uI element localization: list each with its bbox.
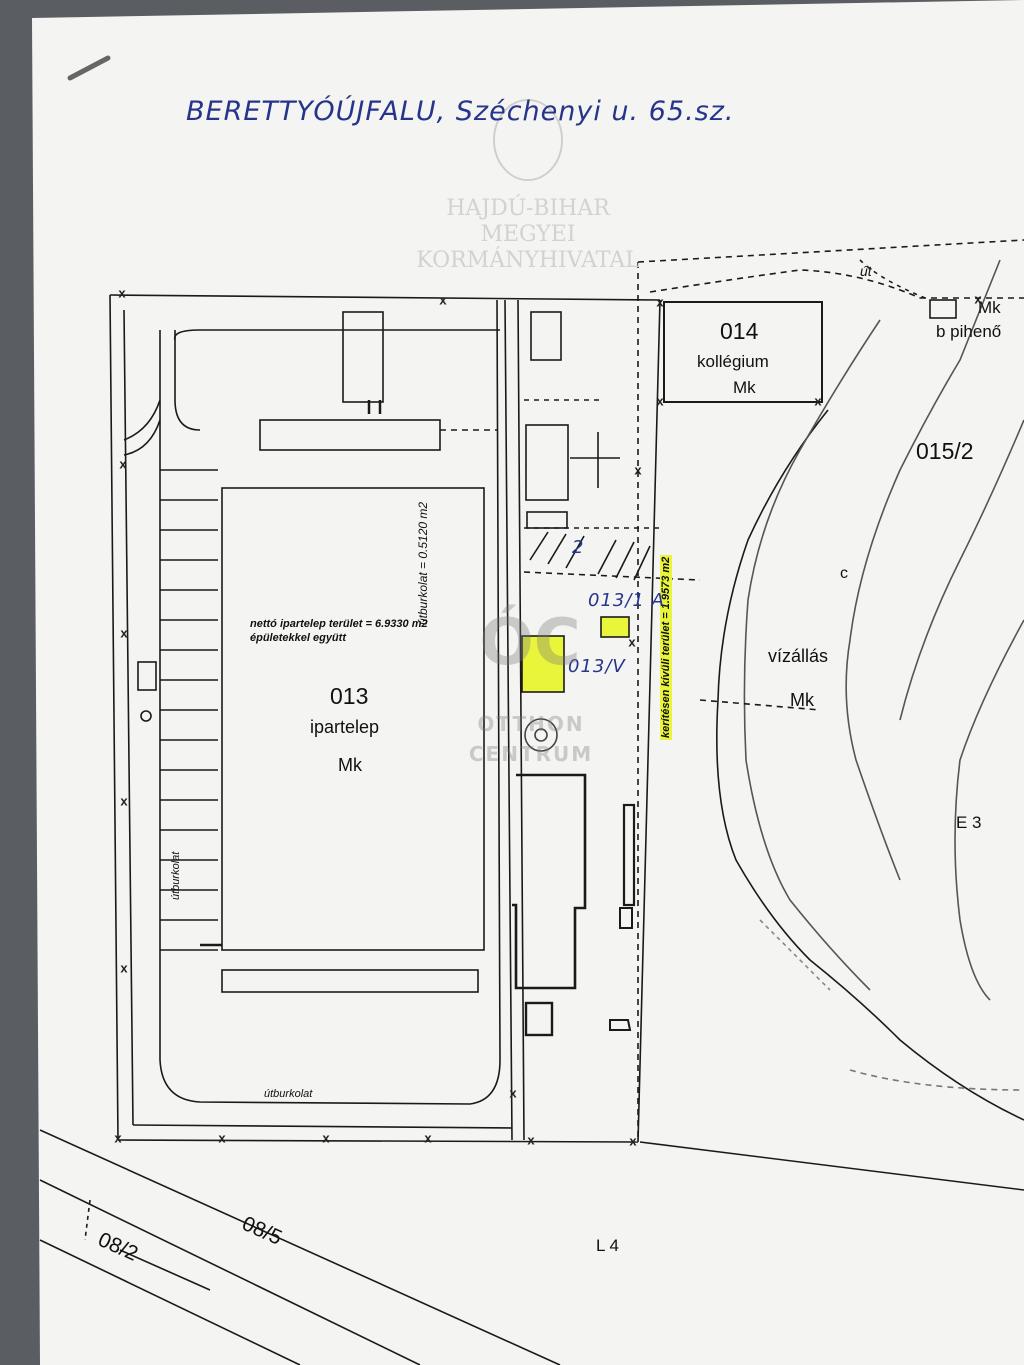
fence-marker: x — [814, 393, 822, 409]
outside-fence-text: kerítésen kívüli terület = 1.9573 m2 — [660, 554, 672, 740]
net-area-text: nettó ipartelep terület = 6.9330 m2 — [250, 618, 428, 630]
fence-marker: x — [628, 634, 636, 650]
fence-marker: x — [218, 1130, 226, 1146]
hand-label-2: 2 — [572, 537, 585, 558]
building-complex — [512, 773, 587, 990]
road-area-text: útburkolat = 0.5120 m2 — [416, 501, 430, 625]
net-area-subtext: épületekkel együtt — [250, 632, 346, 644]
road-strip-1 — [39, 1129, 561, 1365]
fence-left — [109, 294, 119, 1141]
fence-marker: x — [656, 393, 664, 409]
parcel-013-number: 013 — [330, 683, 369, 709]
fence-top — [109, 294, 661, 301]
parcel-013-code: Mk — [338, 755, 362, 775]
hand-label-013-1a: 013/1 A — [588, 590, 665, 611]
contour-west — [716, 409, 1024, 1121]
pavement-curve — [174, 330, 201, 431]
fence-marker: x — [527, 1132, 535, 1148]
boundary-ut — [637, 239, 1024, 263]
small-structure — [137, 661, 157, 691]
pen-mark — [67, 55, 111, 81]
building-strip-bottom — [221, 969, 479, 993]
fence-marker: x — [656, 294, 664, 310]
parcel-014-box — [663, 301, 823, 403]
building-narrow — [622, 803, 636, 907]
fence-marker: x — [114, 1130, 122, 1146]
fence-marker: x — [424, 1130, 432, 1146]
fence-marker: x — [118, 285, 126, 301]
zone-e3: E 3 — [956, 813, 982, 832]
building-right-2 — [525, 424, 569, 501]
crest-emblem — [493, 99, 563, 181]
road-line-2 — [517, 299, 525, 1141]
rest-area-box — [929, 299, 957, 319]
fence-marker: x — [509, 1085, 517, 1101]
pavement-entry — [123, 399, 161, 441]
parking-stalls — [160, 469, 218, 951]
handwritten-address: BERETTYÓÚJFALU, Széchenyi u. 65.sz. — [186, 96, 735, 127]
fence-marker: x — [974, 291, 982, 307]
fence-marker: x — [322, 1130, 330, 1146]
water-tower — [524, 718, 558, 752]
fence-marker: x — [119, 456, 127, 472]
parcel-015-2: 015/2 — [916, 438, 974, 464]
faded-header: HAJDÚ-BIHAR MEGYEI KORMÁNYHIVATAL — [416, 196, 640, 273]
highlighted-building-aa — [600, 616, 630, 638]
water-letter: c — [840, 565, 848, 582]
hand-label-013-v: 013/V — [568, 656, 626, 677]
fence-marker: x — [120, 960, 128, 976]
pavement-label-bottom: útburkolat — [264, 1088, 313, 1100]
fence-marker: x — [634, 462, 642, 478]
watermark-line2: CENTRUM — [468, 742, 594, 766]
building-right-1 — [530, 311, 562, 361]
fence-marker: x — [629, 1133, 637, 1149]
zone-l4: L 4 — [596, 1236, 620, 1255]
highlighted-building-v — [521, 635, 565, 693]
water-code: Mk — [790, 690, 814, 710]
fence-bottom — [117, 1139, 639, 1143]
road-edge-south — [639, 1141, 1024, 1191]
watermark-logo: ÓC — [479, 606, 581, 680]
parcel-014-code: Mk — [733, 378, 756, 397]
well — [140, 710, 152, 722]
building-top-a — [342, 311, 384, 403]
road-label-ut: út — [860, 263, 872, 279]
fence-marker: x — [439, 292, 447, 308]
fence-marker: x — [120, 793, 128, 809]
fence-marker: x — [120, 625, 128, 641]
parcel-013-use: ipartelep — [310, 717, 380, 737]
fence-right — [637, 299, 661, 1143]
pavement-entry-2 — [123, 419, 161, 456]
watermark-line1: OTTHON — [477, 712, 585, 736]
rest-area-code: Mk — [978, 298, 1001, 317]
pavement-label-left: útburkolat — [170, 851, 182, 900]
building-small-box — [524, 1001, 554, 1037]
water-use: vízállás — [768, 646, 829, 666]
road-line-1 — [504, 299, 513, 1141]
industrial-hall — [221, 487, 485, 951]
inner-border-bottom — [132, 1124, 513, 1129]
building-strip-top — [259, 419, 441, 451]
parcel-014-number: 014 — [720, 318, 759, 344]
inner-border-left — [123, 309, 134, 1126]
rest-area-use: b pihenő — [936, 322, 1002, 341]
parcel-014-use: kollégium — [697, 352, 769, 371]
pavement-loop — [159, 299, 501, 1105]
